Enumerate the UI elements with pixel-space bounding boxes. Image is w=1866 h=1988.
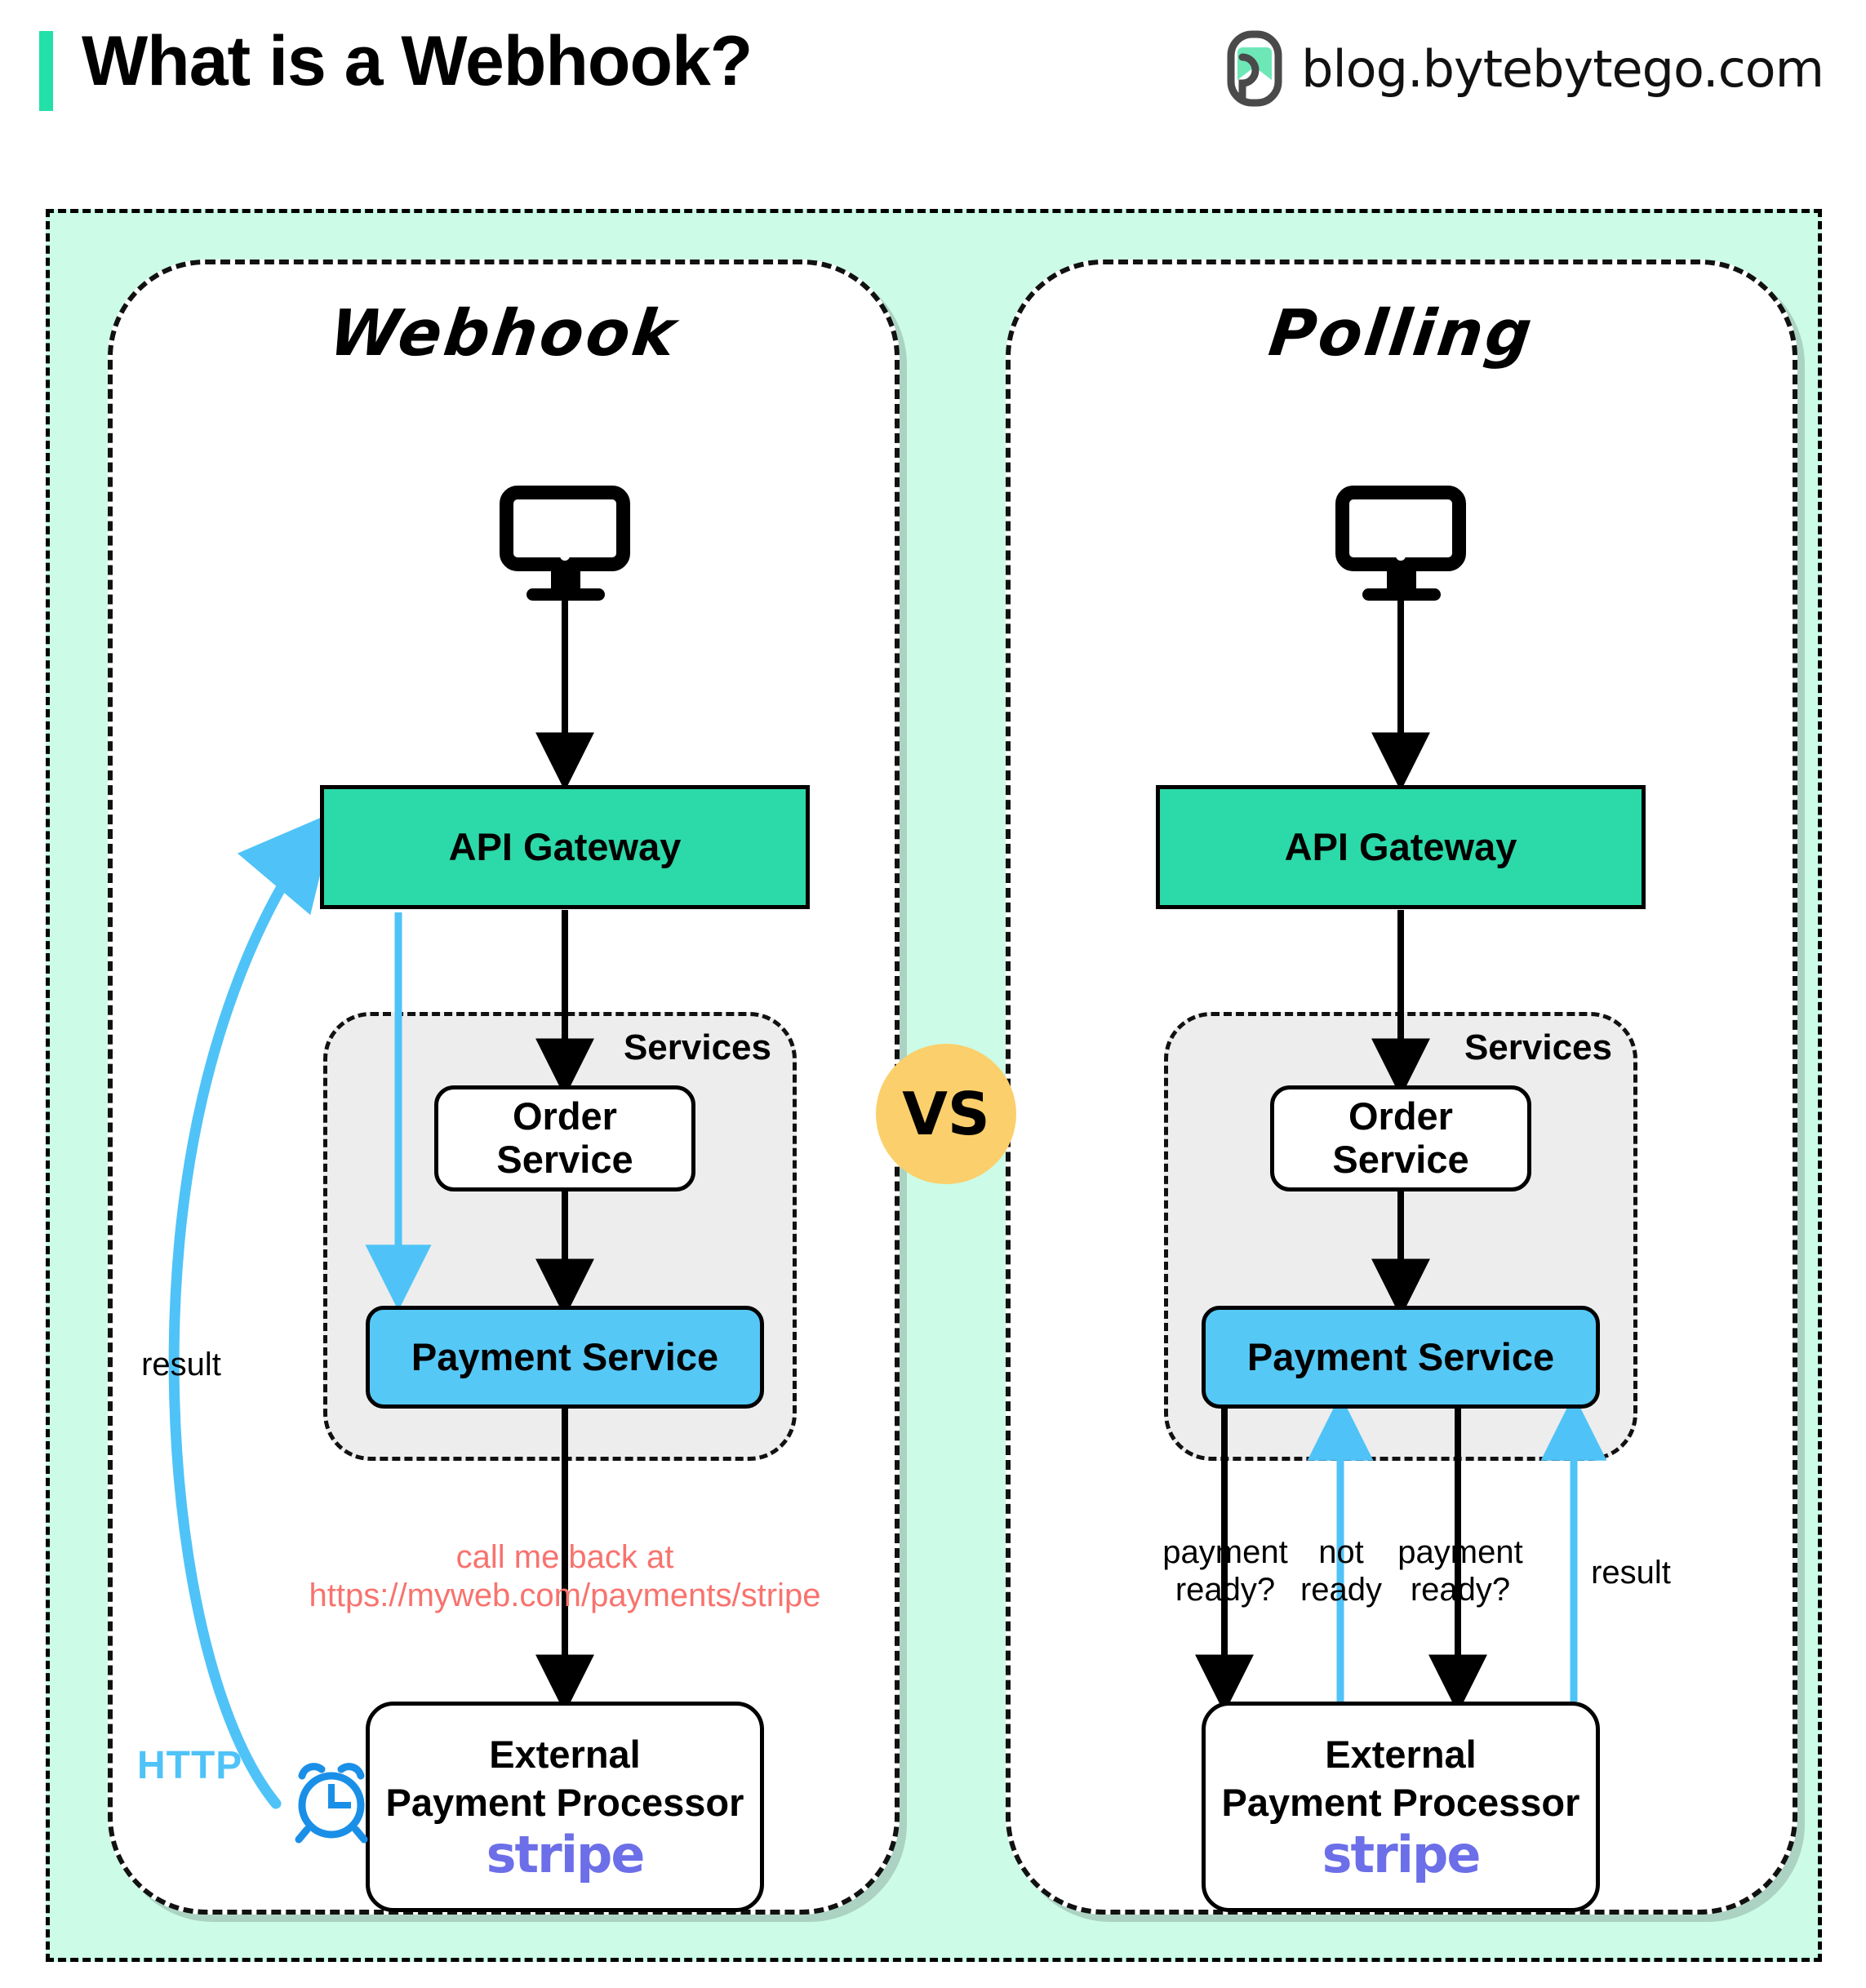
polling-external-line1: External (1325, 1733, 1477, 1777)
page-header: What is a Webhook? blog.bytebytego.com (0, 0, 1866, 137)
webhook-client-monitor-icon (500, 486, 630, 601)
title-accent-bar (39, 31, 53, 111)
polling-external-line2: Payment Processor (1221, 1781, 1580, 1824)
webhook-external-line2: Payment Processor (385, 1781, 744, 1824)
polling-order-service-box[interactable]: Order Service (1270, 1085, 1531, 1191)
polling-services-label: Services (1464, 1027, 1612, 1067)
webhook-services-label: Services (623, 1027, 771, 1067)
polling-api-gateway-box[interactable]: API Gateway (1156, 785, 1646, 909)
panel-polling-title: Polling (1264, 297, 1539, 371)
webhook-http-label: HTTP (137, 1744, 243, 1787)
polling-external-processor-box[interactable]: External Payment Processor stripe (1202, 1702, 1600, 1912)
polling-client-monitor-icon (1335, 486, 1466, 601)
webhook-external-line1: External (489, 1733, 641, 1777)
webhook-api-gateway-box[interactable]: API Gateway (320, 785, 810, 909)
polling-api-gateway-label: API Gateway (1284, 824, 1517, 868)
vs-badge: VS (876, 1044, 1016, 1184)
brand-label: blog.bytebytego.com (1301, 38, 1824, 99)
bytebytego-logo-icon (1227, 30, 1282, 107)
stripe-logo: stripe (486, 1824, 646, 1884)
polling-edge-label-0: payment ready? (1162, 1534, 1288, 1608)
polling-payment-service-box[interactable]: Payment Service (1202, 1306, 1600, 1409)
alarm-clock-icon (295, 1763, 368, 1844)
webhook-payment-service-label: Payment Service (411, 1334, 719, 1378)
webhook-external-processor-box[interactable]: External Payment Processor stripe (366, 1702, 764, 1912)
webhook-order-service-label: Order Service (496, 1094, 633, 1181)
polling-edge-label-3: result (1591, 1555, 1671, 1591)
polling-order-service-label: Order Service (1332, 1094, 1469, 1181)
webhook-order-service-box[interactable]: Order Service (434, 1085, 695, 1191)
polling-edge-label-2: payment ready? (1397, 1534, 1523, 1608)
webhook-callback-url-label: call me back at https://myweb.com/paymen… (309, 1539, 821, 1614)
polling-edge-label-1: not ready (1300, 1534, 1383, 1608)
webhook-result-label: result (141, 1347, 221, 1382)
polling-payment-service-label: Payment Service (1246, 1334, 1555, 1378)
brand: blog.bytebytego.com (1226, 29, 1824, 108)
webhook-api-gateway-label: API Gateway (448, 824, 682, 868)
webhook-payment-service-box[interactable]: Payment Service (366, 1306, 764, 1409)
page-title: What is a Webhook? (82, 22, 753, 100)
panel-webhook-title: Webhook (325, 297, 682, 371)
stripe-logo: stripe (1322, 1824, 1482, 1884)
